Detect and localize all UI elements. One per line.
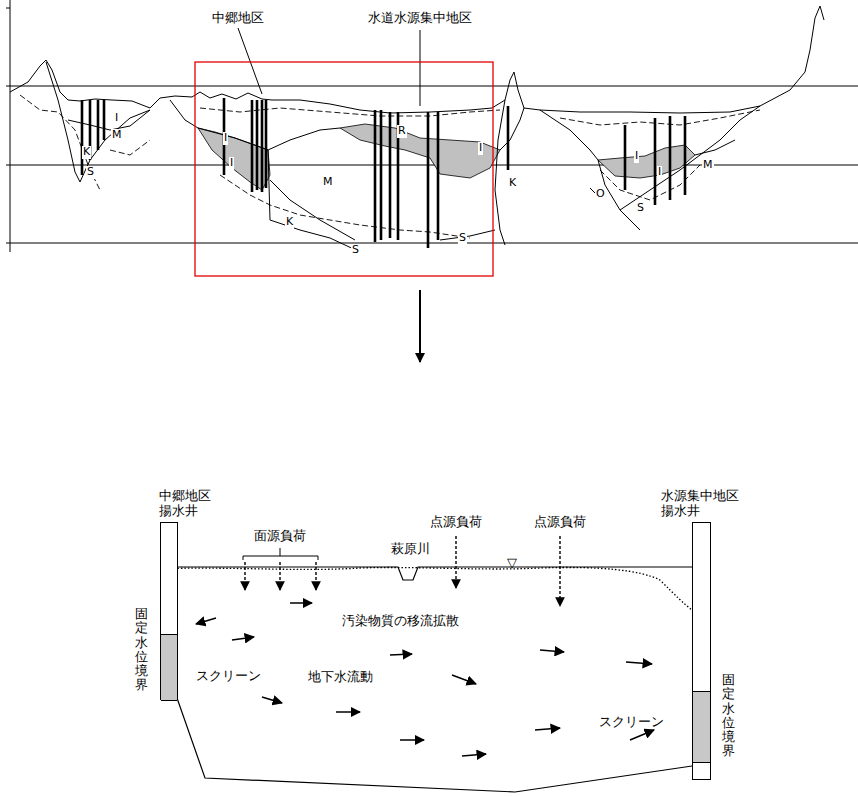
layer-boundary — [10, 6, 824, 252]
boundary-label: 固定水位境界 — [722, 673, 735, 759]
flow-arrow — [196, 603, 654, 756]
layer-letter: O — [595, 188, 606, 201]
area-label: 水道水源集中地区 — [368, 11, 472, 26]
load-label: 点源負荷 — [534, 515, 586, 530]
section-frame — [6, 0, 858, 252]
area-label: 中郷地区 — [212, 11, 264, 26]
load-label: 点源負荷 — [430, 515, 482, 530]
aquifer-lens — [198, 124, 695, 190]
leader-line — [238, 28, 420, 106]
model-outline — [177, 567, 692, 792]
layer-letter: I — [657, 166, 662, 179]
layer-letter: I — [114, 112, 119, 125]
well-line — [82, 98, 685, 248]
pumping-well: 水源集中地区 揚水井 — [692, 522, 711, 780]
river-label: 萩原川 — [391, 542, 430, 557]
well-heading: 中郷地区 揚水井 — [159, 488, 219, 519]
well-screen — [161, 634, 177, 701]
well-screen — [693, 691, 710, 763]
process-label: 汚染物質の移流拡散 — [342, 614, 459, 629]
transition-arrow — [419, 290, 421, 362]
focus-frame — [195, 62, 493, 276]
process-label: 地下水流動 — [308, 670, 373, 685]
layer-letter: M — [322, 176, 334, 189]
load-arrow — [245, 536, 560, 606]
layer-letter: M — [702, 159, 714, 172]
water-level-symbol: ▽ — [507, 556, 517, 571]
layer-letter: S — [458, 232, 467, 245]
load-label: 面源負荷 — [254, 529, 306, 544]
layer-letter: I — [229, 157, 234, 170]
pumping-well: 中郷地区 揚水井 — [160, 522, 178, 700]
layer-letter: M — [111, 129, 123, 142]
layer-letter: I — [223, 132, 228, 145]
layer-letter: I — [478, 142, 483, 155]
layer-letter: S — [351, 244, 360, 257]
layer-letter: K — [82, 146, 91, 159]
estimated-boundary — [20, 95, 760, 238]
water-table — [160, 568, 692, 611]
well-heading: 水源集中地区 揚水井 — [661, 488, 745, 519]
layer-letter: K — [508, 177, 517, 190]
bracket — [243, 548, 318, 560]
layer-letter: K — [285, 216, 294, 229]
layer-letter: I — [634, 150, 639, 163]
layer-letter: R — [397, 125, 407, 138]
boundary-label: 固定水位境界 — [135, 607, 148, 693]
screen-label: スクリーン — [599, 715, 664, 730]
layer-letter: S — [86, 166, 95, 179]
layer-letter: S — [636, 202, 645, 215]
screen-label: スクリーン — [196, 669, 261, 684]
